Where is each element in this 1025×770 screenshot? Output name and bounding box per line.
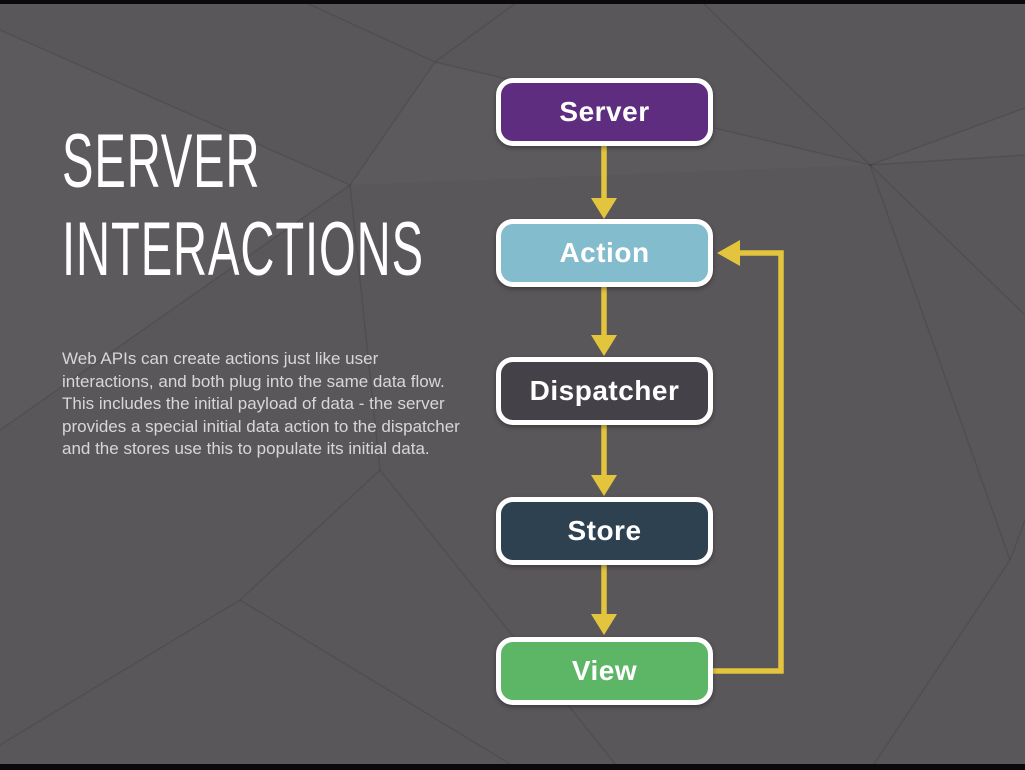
- arrow-store-to-view: [591, 565, 617, 635]
- arrow-server-to-action: [591, 146, 617, 219]
- letterbox-top: [0, 0, 1025, 4]
- arrow-action-to-dispatcher: [591, 287, 617, 356]
- node-view-label: View: [571, 655, 638, 686]
- node-action: Action: [496, 219, 713, 287]
- node-server-label: Server: [559, 96, 650, 127]
- node-store-label: Store: [567, 515, 642, 546]
- node-action-label: Action: [559, 237, 650, 268]
- arrow-view-to-action-feedback: [713, 240, 784, 674]
- node-store: Store: [496, 497, 713, 565]
- slide-description: Web APIs can create actions just like us…: [62, 349, 460, 458]
- node-dispatcher: Dispatcher: [496, 357, 713, 425]
- arrow-dispatcher-to-store: [591, 425, 617, 496]
- letterbox-bottom: [0, 764, 1025, 770]
- slide-title: SERVER INTERACTIONS: [62, 118, 424, 294]
- title-line-1: SERVER: [62, 119, 261, 204]
- title-line-2: INTERACTIONS: [62, 207, 424, 292]
- node-view: View: [496, 637, 713, 705]
- node-server: Server: [496, 78, 713, 146]
- node-dispatcher-label: Dispatcher: [529, 375, 680, 406]
